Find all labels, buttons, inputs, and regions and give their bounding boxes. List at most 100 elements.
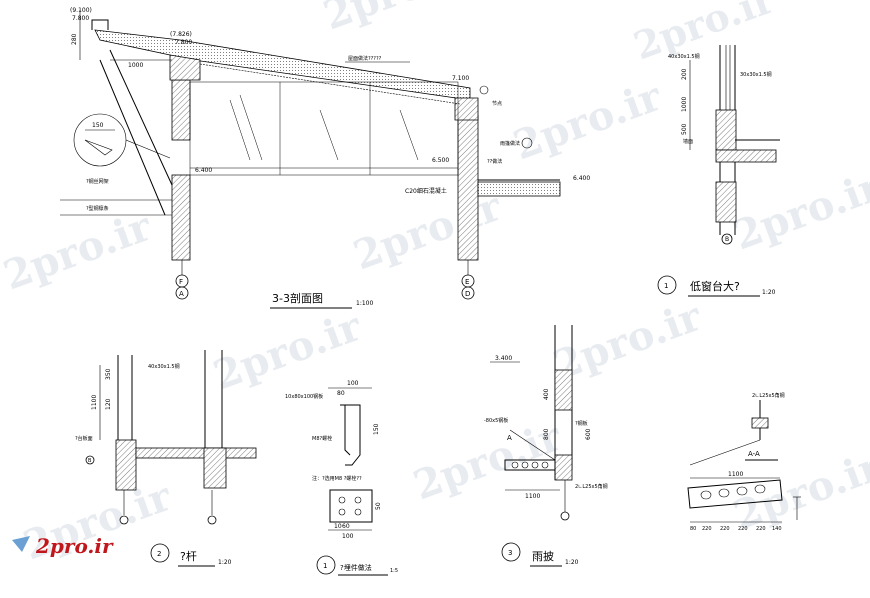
leader [689,439,761,466]
glass-reflection [319,109,339,161]
sloped-roof [94,29,471,101]
watermark: 2pro.ir [727,163,870,260]
axis-bubble-a [175,286,189,300]
dim-total: 1100 [728,471,743,478]
canopy-strut [109,49,173,186]
hollow-core [700,490,712,500]
hollow-core [511,461,519,469]
axis-bubble [119,515,129,525]
dim-g: 10 [334,523,342,530]
axis-bubble [560,511,570,521]
detail-scale: 1:5 [390,568,398,574]
section-label: A-A [748,450,760,458]
watermark: 2pro.ir [407,413,568,510]
note-b: 2∟L25x5角钢 [575,483,608,490]
watermark: 2pro.ir [507,73,668,170]
elev-6500: 6.500 [432,157,449,164]
detail-scale: 1:20 [762,289,776,296]
detail-title: ?杆 [180,549,197,563]
wall-hatch [554,369,573,411]
dim-d: 350 [105,368,112,380]
wall-hatch [115,439,137,491]
dim-b: 80 [337,390,345,397]
slab [135,447,257,459]
dim-c: 150 [373,423,380,435]
note-e: ??做法 [487,158,502,165]
dim-bottom-3: 220 [738,526,748,532]
roof-edge [91,19,109,30]
note-d: 2∟L25x5角钢 [752,392,785,399]
leader [125,139,171,159]
dim-b: 800 [543,428,550,440]
dim-a: 40x30x1.5钢 [668,53,700,60]
plate-profile [340,404,361,466]
detail-number-circle [657,275,677,295]
axis-a: A [179,290,184,298]
note-b: ?型钢檩条 [86,205,109,212]
dim-c: 1000 [681,97,688,112]
dim-bottom-2: 220 [720,526,730,532]
hollow-core [531,461,539,469]
floor-note: C20细石混凝土 [405,187,447,195]
section-3-3: 150 (9.100) 7.800 280 1000 (7.826) 7.800… [60,7,590,309]
hollow-core [541,461,549,469]
note-d: 雨篷做法 [500,140,520,147]
floor-slab [477,181,561,197]
dim-1000: 1000 [128,62,143,69]
axis-d: D [465,290,470,298]
dim-c: 1100 [525,493,540,500]
lower-wall [715,181,737,223]
elev-7826: (7.826) [170,31,192,38]
glass-reflection [399,109,419,161]
left-parapet [171,79,191,141]
slab [715,149,777,163]
detail-4-canopy: 3.400 1100 400 800 600 -80x5钢板 2∟L25x5角钢… [484,325,801,567]
dim-bottom-1: 220 [702,526,712,532]
logo-mark [12,536,30,552]
bolt-hole [354,496,362,504]
detail-title: 雨披 [532,549,554,563]
roof-beam [169,54,201,81]
dim-c: 120 [105,398,112,410]
axis-bubble [207,515,217,525]
note3: M8?螺栓 [312,435,332,442]
axis-b: B [725,236,729,243]
note: 注：?选用M8 ?螺栓?? [312,475,362,482]
hollow-core [736,486,748,496]
note-c: ?钢板 [575,420,588,427]
canopy-strut [99,59,166,216]
dim-bottom-5: 140 [772,526,782,532]
left-wall [171,174,191,261]
axis-e: E [465,278,469,286]
watermark: 2pro.ir [0,203,158,300]
plate-plan [329,489,373,523]
sill-wall [715,109,737,151]
wall-hatch [554,454,573,481]
dim-bottom-4: 220 [756,526,766,532]
dim-a: 100 [347,380,359,387]
watermark: 2pro.ir [347,183,508,280]
dim-a: 40x30x1.5钢 [148,363,180,370]
watermark: 2pro.ir [317,0,478,39]
hollow-core [521,461,529,469]
hanger-rod [509,429,556,461]
dim-e: 60 [342,523,350,530]
note-a: ?钢丝网架 [86,178,109,185]
anchor-plate [751,417,769,429]
detail-marker [521,137,533,149]
elev-top: (9.100) [70,7,92,14]
axis-bubble-b [85,455,95,465]
detail-triangle [84,139,113,156]
detail-number: 1 [664,282,668,290]
roof-beam-right [454,97,479,121]
elev-right-6400: 6.400 [573,175,590,182]
bolt-hole [338,508,346,516]
detail-number-circle [316,555,336,575]
dim-d: 500 [681,123,688,135]
dim-150: 150 [92,122,104,129]
beam [203,447,227,489]
site-logo: 2pro.ir [12,534,114,558]
bolt-hole [338,496,346,504]
detail-number: 1 [323,562,327,570]
